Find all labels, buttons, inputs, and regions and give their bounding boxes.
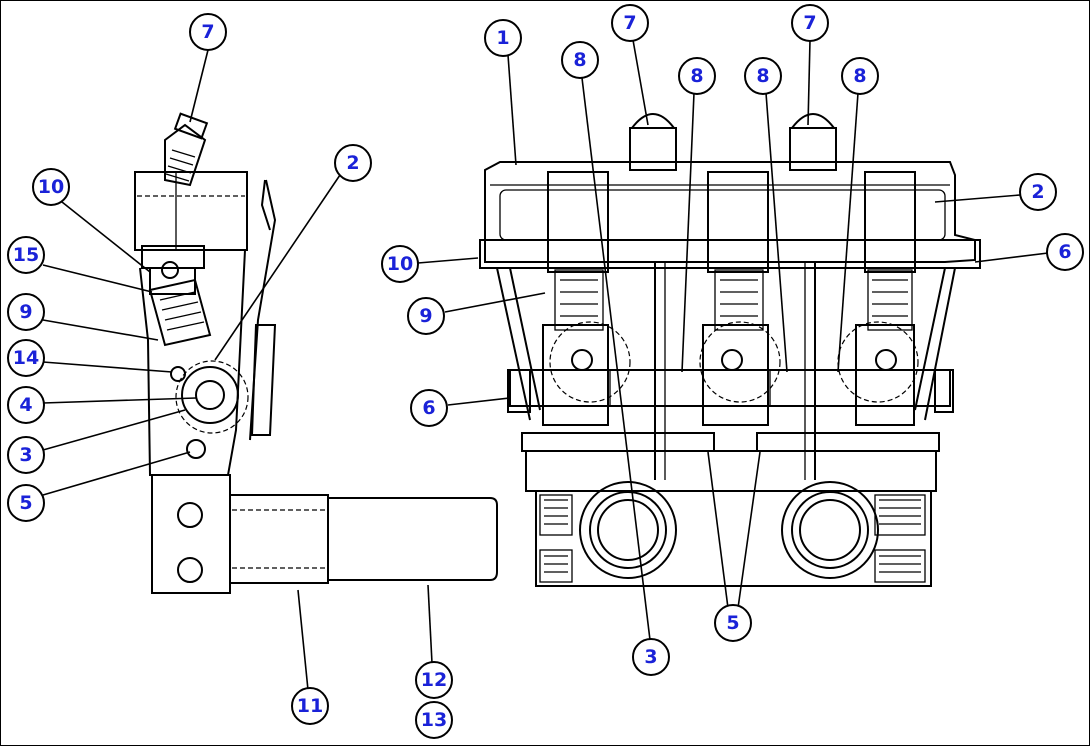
callout-9: 9 [7,293,45,331]
callout-label: 8 [573,49,586,71]
callout-5: 5 [7,484,45,522]
callout-label: 1 [496,27,509,49]
valve-column-2 [699,171,781,426]
valve-column-1 [542,171,631,426]
callout-label: 7 [201,21,214,43]
callout-label: 3 [644,646,657,668]
callout-label: 10 [38,176,64,198]
valve-column-3 [837,171,919,426]
callout-label: 10 [387,253,413,275]
callout-7: 7 [189,13,227,51]
side-view [134,112,498,594]
front-view [479,113,981,587]
callout-label: 3 [19,444,32,466]
callout-label: 8 [756,65,769,87]
callout-2: 2 [1019,173,1057,211]
callout-1: 1 [484,19,522,57]
callout-label: 14 [13,347,39,369]
callout-label: 8 [690,65,703,87]
callout-label: 12 [421,669,447,691]
callout-4: 4 [7,386,45,424]
callout-5: 5 [714,604,752,642]
callout-8: 8 [678,57,716,95]
callout-3: 3 [632,638,670,676]
callout-11: 11 [291,687,329,725]
callout-label: 6 [422,397,435,419]
callout-label: 11 [297,695,323,717]
callout-7: 7 [791,4,829,42]
leader-lines [42,39,1049,691]
callout-8: 8 [744,57,782,95]
callout-6: 6 [1046,233,1084,271]
callout-8: 8 [561,41,599,79]
callout-label: 7 [623,12,636,34]
callout-label: 13 [421,709,447,731]
callout-label: 2 [1031,181,1044,203]
callout-label: 7 [803,12,816,34]
callout-6: 6 [410,389,448,427]
callout-2: 2 [334,144,372,182]
callout-12: 12 [415,661,453,699]
callout-7: 7 [611,4,649,42]
callout-10: 10 [381,245,419,283]
callout-label: 5 [726,612,739,634]
callout-label: 9 [419,305,432,327]
callout-3: 3 [7,436,45,474]
callout-label: 9 [19,301,32,323]
callout-label: 2 [346,152,359,174]
callout-10: 10 [32,168,70,206]
callout-label: 4 [19,394,32,416]
callout-8: 8 [841,57,879,95]
callout-label: 5 [19,492,32,514]
callout-label: 6 [1058,241,1071,263]
callout-13: 13 [415,701,453,739]
callout-label: 15 [13,244,39,266]
callout-9: 9 [407,297,445,335]
callout-15: 15 [7,236,45,274]
callout-14: 14 [7,339,45,377]
callout-label: 8 [853,65,866,87]
